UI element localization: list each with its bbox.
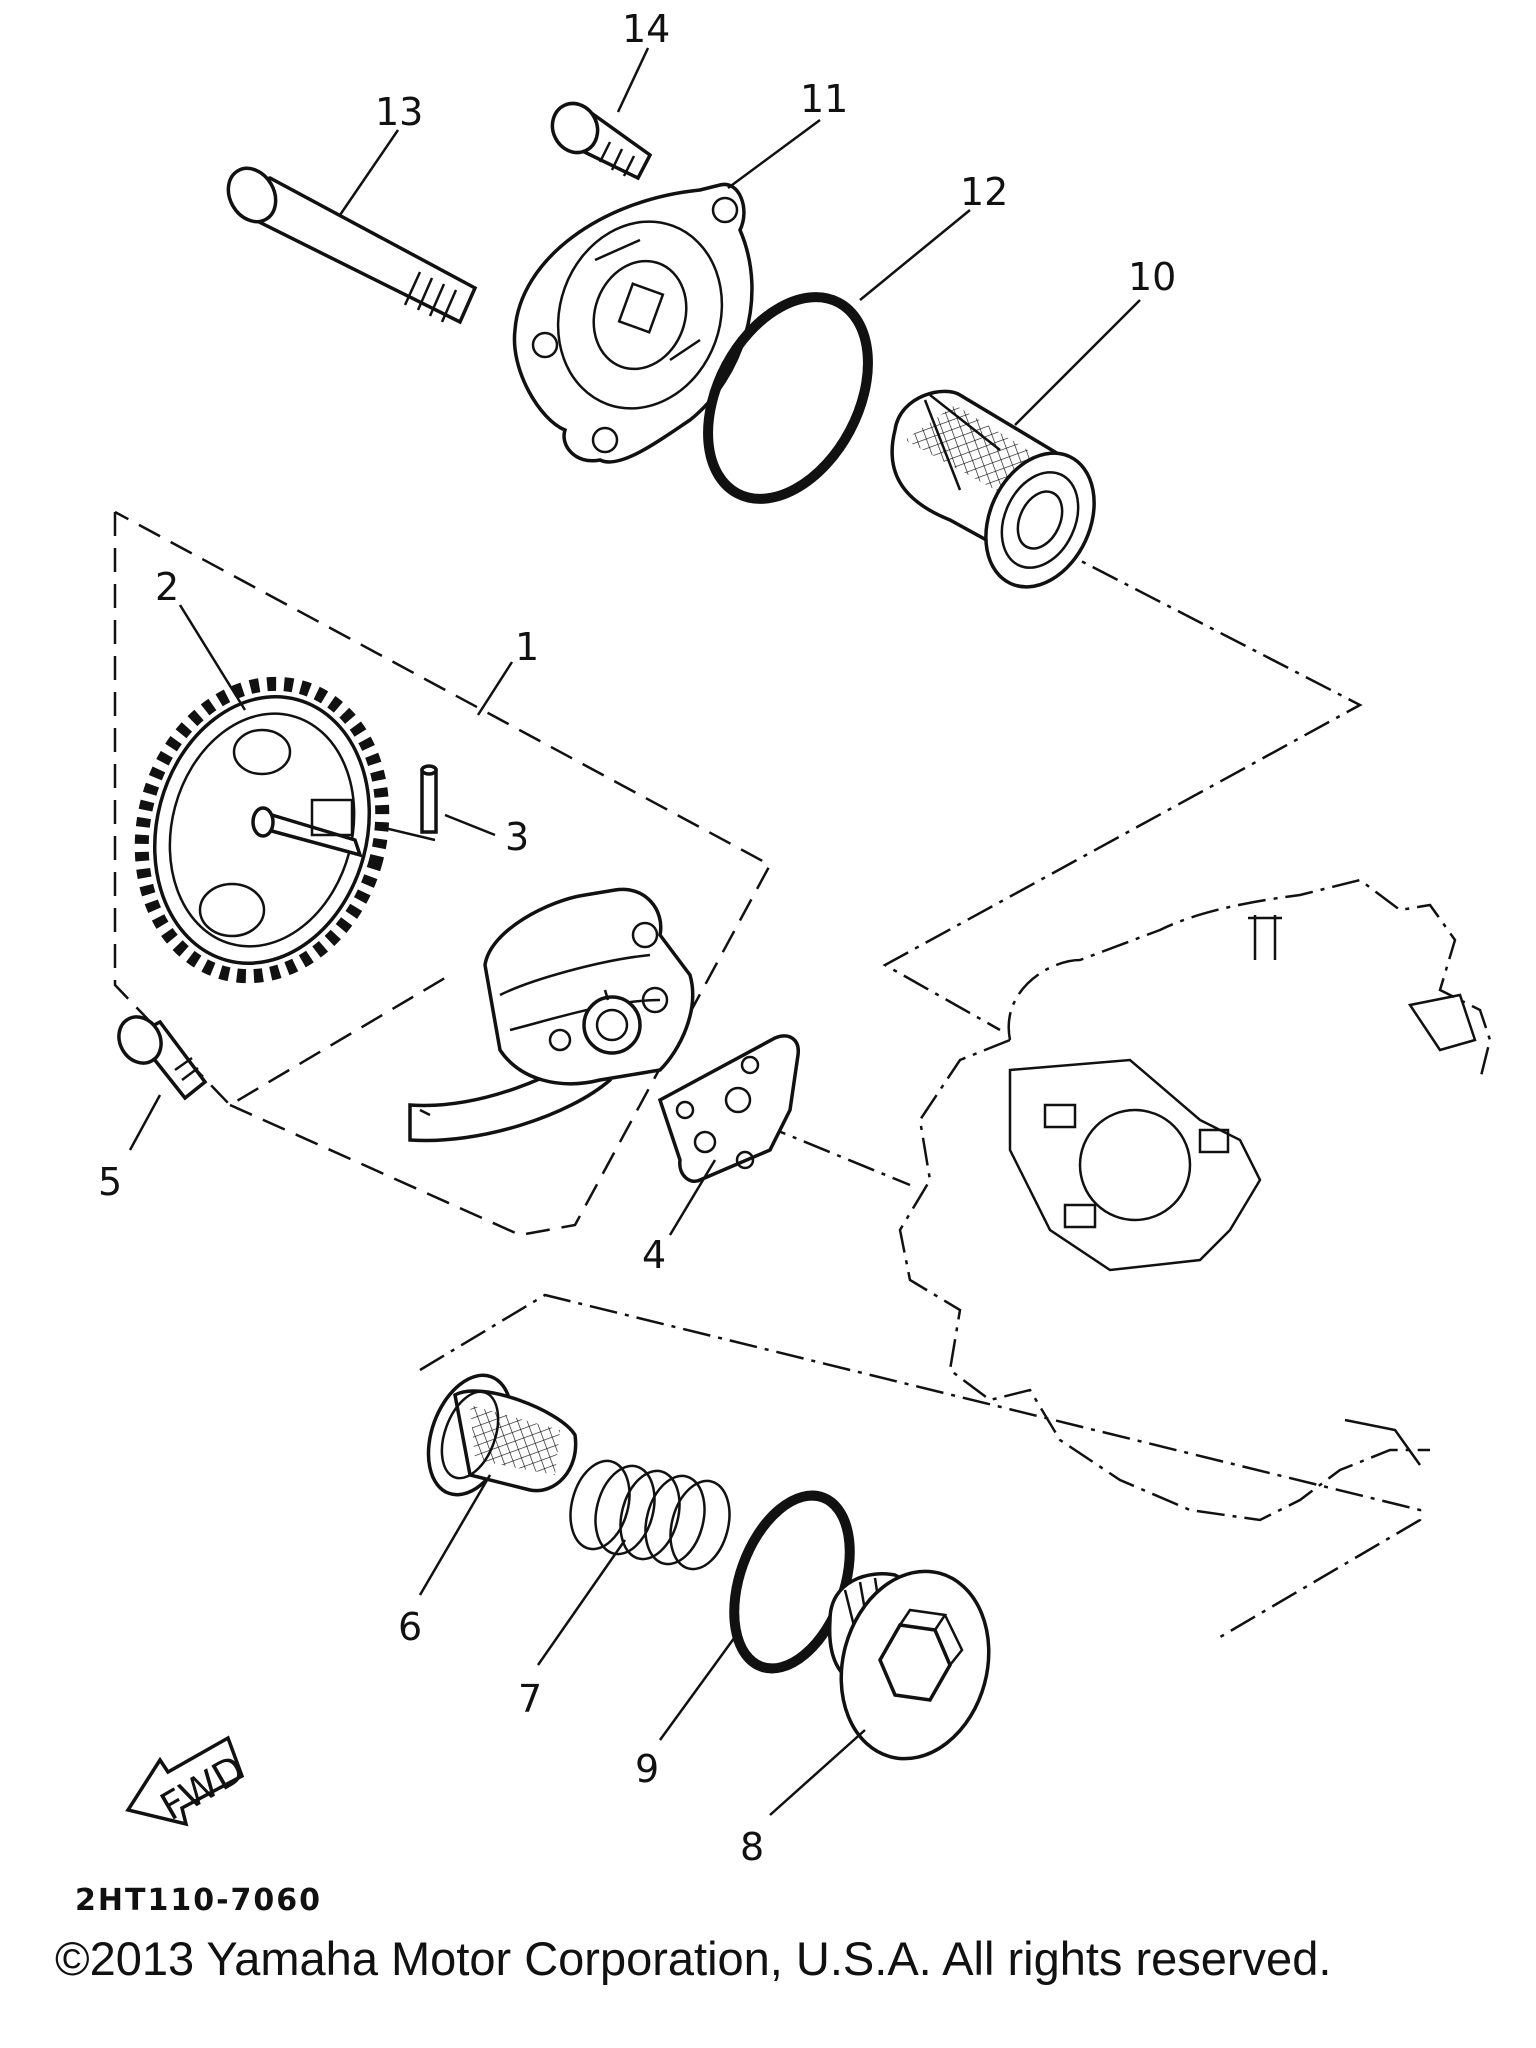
spring-part	[569, 1459, 731, 1571]
long-bolt-part	[226, 166, 478, 325]
oil-pump-body-part	[408, 887, 695, 1143]
part-label-5: 5	[98, 1160, 122, 1204]
drawing-code: 2HT110-7060	[75, 1883, 322, 1918]
part-label-1: 1	[515, 625, 539, 669]
pump-gasket-plate-part	[657, 1034, 800, 1183]
part-label-9: 9	[635, 1747, 659, 1791]
leader-lines	[128, 47, 1141, 1816]
part-label-13: 13	[375, 90, 423, 134]
part-label-6: 6	[398, 1605, 422, 1649]
part-label-2: 2	[155, 565, 179, 609]
part-label-11: 11	[800, 77, 848, 121]
oil-filter-part	[890, 389, 1096, 589]
oil-strainer-part	[426, 1373, 578, 1497]
drain-plug-part	[827, 1569, 991, 1761]
dowel-pin-part	[420, 764, 438, 834]
copyright-notice: ©2013 Yamaha Motor Corporation, U.S.A. A…	[55, 1932, 1331, 1985]
part-label-8: 8	[740, 1825, 764, 1869]
cover-o-ring-part	[703, 292, 873, 504]
part-label-10: 10	[1128, 255, 1176, 299]
part-number-labels: 14 13 11 12 10 2 1 3 5 4 6 7 9 8	[98, 7, 1176, 1869]
part-label-12: 12	[960, 170, 1008, 214]
filter-cover-part	[512, 182, 754, 464]
pump-gear-part	[134, 676, 390, 984]
crankcase-outline	[898, 878, 1492, 1522]
small-bolt-part	[550, 101, 653, 181]
part-label-4: 4	[642, 1233, 666, 1277]
part-label-14: 14	[622, 7, 670, 51]
screw-part	[117, 1015, 208, 1101]
part-label-3: 3	[505, 815, 529, 859]
part-label-7: 7	[518, 1677, 542, 1721]
fwd-arrow-icon: FWD	[125, 1735, 252, 1829]
